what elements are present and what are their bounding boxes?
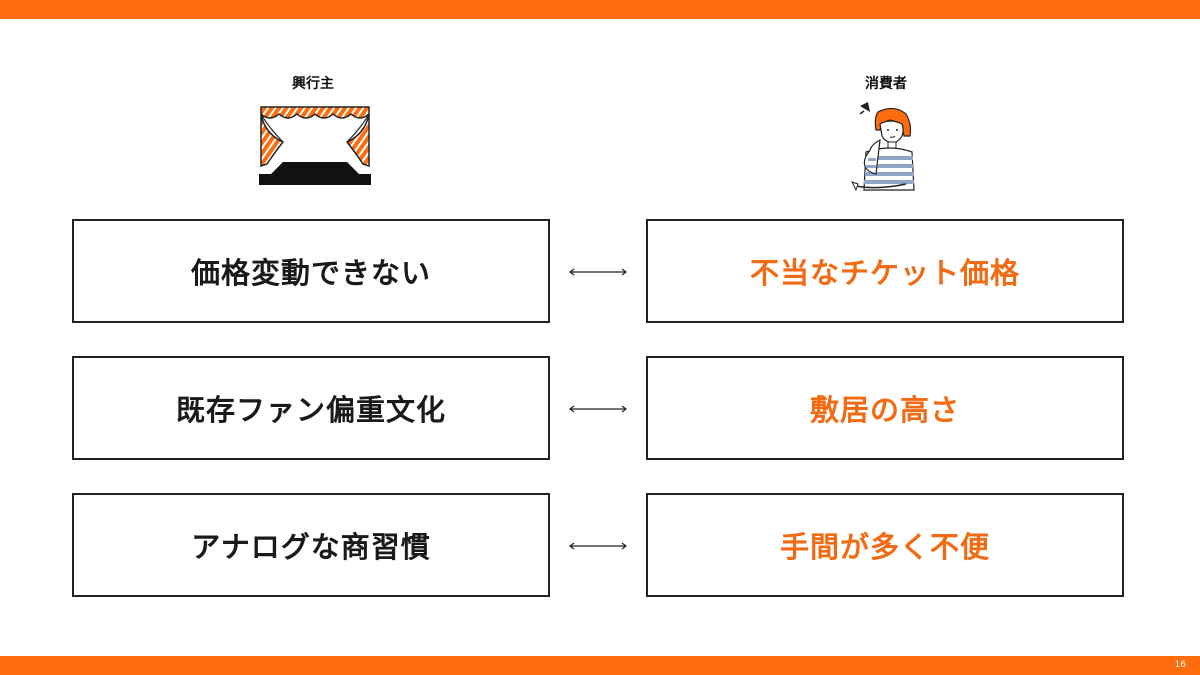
organizer-issue-fan-culture: 既存ファン偏重文化 xyxy=(72,356,550,460)
double-arrow-icon xyxy=(569,268,627,276)
stage-curtain-icon xyxy=(259,106,371,185)
organizer-issue-analog-practice: アナログな商習慣 xyxy=(72,493,550,597)
consumer-issue-inconvenience: 手間が多く不便 xyxy=(646,493,1124,597)
consumer-label: 消費者 xyxy=(865,76,907,92)
double-arrow-icon xyxy=(569,542,627,550)
thinking-person-icon xyxy=(851,102,915,192)
top-accent-bar xyxy=(0,0,1200,19)
consumer-issue-high-barrier: 敷居の高さ xyxy=(646,356,1124,460)
bottom-accent-bar: 16 xyxy=(0,656,1200,675)
consumer-issue-unfair-price: 不当なチケット価格 xyxy=(646,219,1124,323)
organizer-issue-price-fixed: 価格変動できない xyxy=(72,219,550,323)
organizer-label: 興行主 xyxy=(292,76,334,92)
page-number: 16 xyxy=(1174,660,1186,670)
double-arrow-icon xyxy=(569,405,627,413)
